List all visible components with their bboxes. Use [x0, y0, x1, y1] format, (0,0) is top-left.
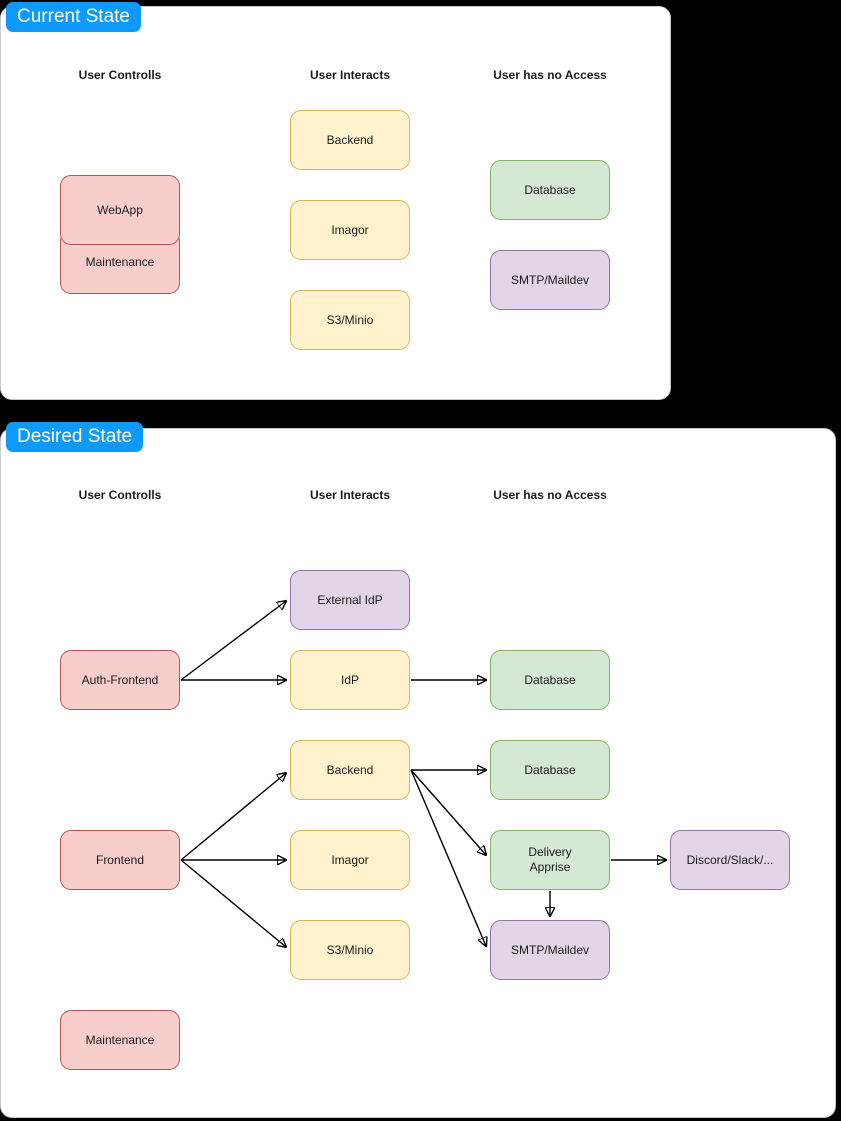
node-auth-frontend[interactable]: Auth-Frontend [60, 650, 180, 710]
current-state-column-header-user-interacts: User Interacts [309, 68, 391, 82]
current-state-column-header-user-no-access: User has no Access [493, 68, 607, 82]
node-backend-desired[interactable]: Backend [290, 740, 410, 800]
node-imagor-current[interactable]: Imagor [290, 200, 410, 260]
node-idp[interactable]: IdP [290, 650, 410, 710]
node-external-idp[interactable]: External IdP [290, 570, 410, 630]
node-frontend[interactable]: Frontend [60, 830, 180, 890]
node-webapp[interactable]: WebApp [60, 175, 180, 245]
desired-state-column-header-user-controls: User Controlls [78, 488, 162, 502]
node-database-idp[interactable]: Database [490, 650, 610, 710]
desired-state-tab-label[interactable]: Desired State [6, 422, 144, 452]
node-maintenance-desired[interactable]: Maintenance [60, 1010, 180, 1070]
node-s3minio-current[interactable]: S3/Minio [290, 290, 410, 350]
node-discord-slack[interactable]: Discord/Slack/... [670, 830, 790, 890]
current-state-tab-label[interactable]: Current State [6, 2, 141, 32]
node-imagor-desired[interactable]: Imagor [290, 830, 410, 890]
desired-state-column-header-user-interacts: User Interacts [309, 488, 391, 502]
node-smtp-maildev-current[interactable]: SMTP/Maildev [490, 250, 610, 310]
node-smtp-maildev-desired[interactable]: SMTP/Maildev [490, 920, 610, 980]
node-database-current[interactable]: Database [490, 160, 610, 220]
node-backend-current[interactable]: Backend [290, 110, 410, 170]
node-database-backend[interactable]: Database [490, 740, 610, 800]
desired-state-column-header-user-no-access: User has no Access [493, 488, 607, 502]
node-s3minio-desired[interactable]: S3/Minio [290, 920, 410, 980]
current-state-column-header-user-controls: User Controlls [78, 68, 162, 82]
node-delivery-apprise[interactable]: Delivery Apprise [490, 830, 610, 890]
